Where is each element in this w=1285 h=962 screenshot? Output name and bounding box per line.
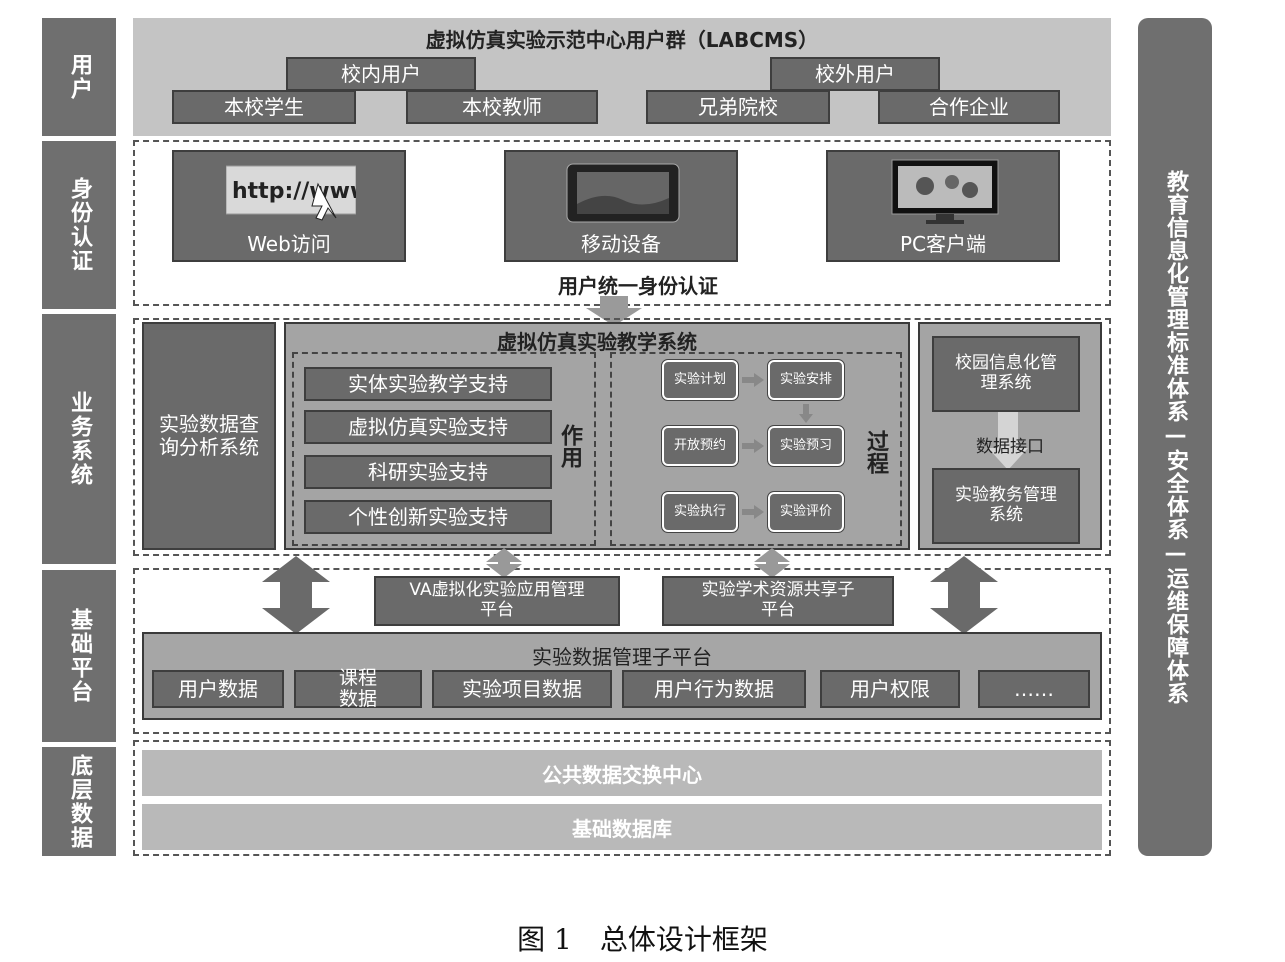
- data-item: 用户数据: [152, 670, 284, 708]
- data-platform-title: 实验数据管理子平台: [532, 645, 712, 669]
- query-analysis-system: 实验数据查询分析系统: [142, 322, 276, 550]
- layer-business-label: 业务系统: [42, 314, 116, 564]
- monitor-icon: [891, 159, 999, 224]
- auth-title: 用户统一身份认证: [558, 274, 718, 298]
- role-item: 科研实验支持: [304, 455, 552, 489]
- down-arrow-icon: [799, 404, 813, 423]
- mobile-device-box: 移动设备: [504, 150, 738, 262]
- bidirectional-arrow-icon: [262, 556, 330, 634]
- down-arrow-icon: [586, 296, 642, 326]
- data-item: 用户权限: [820, 670, 960, 708]
- layer-data-label: 底层数据: [42, 747, 116, 856]
- bidirectional-arrow-icon: [930, 556, 998, 634]
- layer-user-label: 用户: [42, 18, 116, 136]
- business-panel: [133, 318, 1111, 556]
- data-layer-panel: [133, 740, 1111, 856]
- external-users-box: 校外用户: [770, 57, 940, 91]
- data-interface-label: 数据接口: [976, 437, 1044, 457]
- user-group-title: 虚拟仿真实验示范中心用户群（LABCMS）: [425, 28, 819, 52]
- layer-auth-label: 身份认证: [42, 141, 116, 309]
- mobile-device-label: 移动设备: [581, 232, 661, 256]
- data-item: 课程数据: [294, 668, 422, 709]
- web-access-label: Web访问: [247, 232, 331, 256]
- role-item: 虚拟仿真实验支持: [304, 410, 552, 444]
- figure-caption: 图 1 总体设计框架: [517, 923, 768, 956]
- data-item: 实验项目数据: [432, 670, 612, 708]
- right-arrow-icon: [742, 373, 764, 387]
- teaching-system-title: 虚拟仿真实验教学系统: [497, 330, 697, 354]
- process-step: 实验计划: [661, 359, 739, 401]
- process-group: [610, 352, 902, 546]
- bidirectional-arrow-icon: [754, 548, 790, 578]
- svg-text:http://www: http://www: [232, 179, 356, 204]
- role-item: 实体实验教学支持: [304, 367, 552, 401]
- internal-users-box: 校内用户: [286, 57, 476, 91]
- platform-panel: [133, 568, 1111, 734]
- edu-affairs-system: 实验教务管理系统: [932, 468, 1080, 544]
- students-box: 本校学生: [172, 90, 356, 124]
- standards-bar: 教育信息化管理标准体系—安全体系—运维保障体系: [1138, 18, 1212, 856]
- teachers-box: 本校教师: [406, 90, 598, 124]
- process-step: 开放预约: [661, 425, 739, 467]
- layer-platform-label: 基础平台: [42, 570, 116, 742]
- enterprises-box: 合作企业: [878, 90, 1060, 124]
- process-step: 实验预习: [767, 425, 845, 467]
- process-step: 实验评价: [767, 491, 845, 533]
- process-step: 实验安排: [767, 359, 845, 401]
- right-arrow-icon: [742, 439, 764, 453]
- data-item: 用户行为数据: [622, 670, 806, 708]
- va-platform-box: VA虚拟化实验应用管理平台: [374, 576, 620, 626]
- right-arrow-icon: [742, 505, 764, 519]
- role-item: 个性创新实验支持: [304, 500, 552, 534]
- pc-client-label: PC客户端: [899, 232, 987, 256]
- bidirectional-arrow-icon: [486, 548, 522, 578]
- data-item: ……: [978, 670, 1090, 708]
- colleges-box: 兄弟院校: [646, 90, 830, 124]
- roles-group: [292, 352, 596, 546]
- base-database: 基础数据库: [142, 804, 1102, 850]
- campus-info-system: 校园信息化管理系统: [932, 336, 1080, 412]
- tablet-icon: [566, 163, 680, 223]
- process-label: 过程: [863, 430, 888, 474]
- process-step: 实验执行: [661, 491, 739, 533]
- resource-platform-box: 实验学术资源共享子平台: [662, 576, 894, 626]
- down-arrow-icon: [988, 412, 1028, 470]
- web-access-box: http://www Web访问: [172, 150, 406, 262]
- pc-client-box: PC客户端: [826, 150, 1060, 262]
- browser-url-icon: http://www: [226, 165, 356, 221]
- data-exchange-center: 公共数据交换中心: [142, 750, 1102, 796]
- roles-label: 作用: [557, 424, 582, 468]
